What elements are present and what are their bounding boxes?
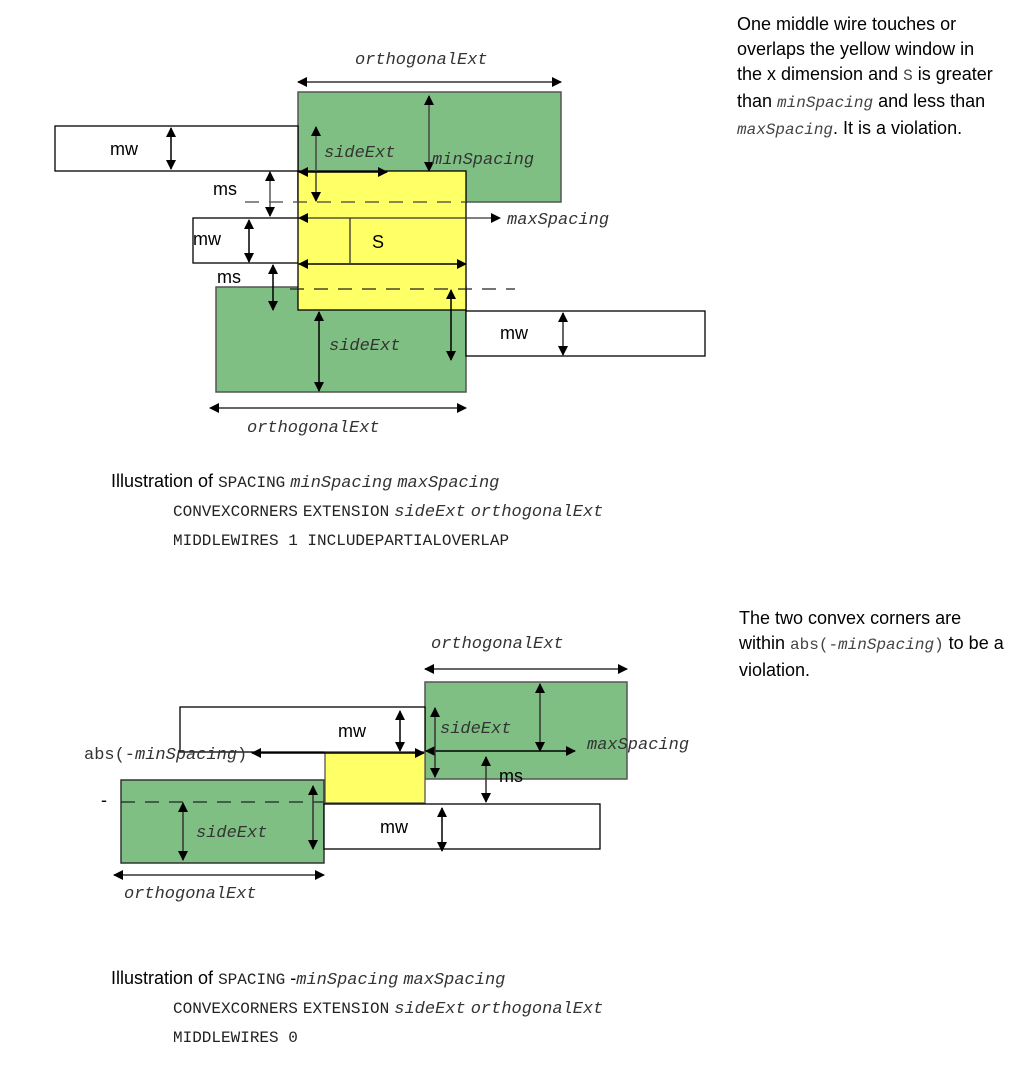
figure-2-description: The two convex corners are within abs(-m… bbox=[739, 606, 1009, 683]
label-max-spacing-2: maxSpacing bbox=[587, 736, 689, 755]
figure-1: orthogonalExt orthogonalExt sideExt side… bbox=[54, 51, 706, 438]
yellow-window-2 bbox=[324, 751, 426, 804]
caption2-prefix: Illustration of bbox=[111, 968, 219, 988]
caption2-middlewires: MIDDLEWIRES 0 bbox=[173, 1029, 298, 1047]
label-max-spacing: maxSpacing bbox=[507, 211, 609, 230]
label-side-ext-left: sideExt bbox=[196, 824, 267, 843]
label-side-ext-bottom: sideExt bbox=[329, 337, 400, 356]
wire-top-left bbox=[54, 125, 299, 172]
label-ms-top: ms bbox=[213, 179, 237, 199]
figure-2-caption: Illustration of SPACING -minSpacing maxS… bbox=[111, 965, 603, 1051]
wire-bottom bbox=[323, 803, 601, 850]
label-orthogonal-ext-top-2: orthogonalExt bbox=[431, 635, 564, 654]
figure-1-caption: Illustration of SPACING minSpacing maxSp… bbox=[111, 468, 603, 554]
desc1-text-d: . It is a violation. bbox=[833, 118, 963, 138]
green-shape-right bbox=[424, 681, 628, 780]
caption1-convex: CONVEXCORNERS bbox=[173, 503, 298, 521]
yellow-window bbox=[297, 170, 467, 311]
caption2-neg: - bbox=[285, 968, 297, 988]
desc2-abs-suffix: ) bbox=[934, 636, 944, 654]
label-side-ext-top: sideExt bbox=[324, 144, 395, 163]
label-orthogonal-ext-bottom-2: orthogonalExt bbox=[124, 885, 257, 904]
label-min-spacing: minSpacing bbox=[432, 151, 534, 170]
caption2-spacing: SPACING bbox=[218, 971, 286, 989]
caption2-min: minSpacing bbox=[296, 971, 399, 990]
caption2-convex: CONVEXCORNERS bbox=[173, 1000, 298, 1018]
label-orthogonal-ext-bottom: orthogonalExt bbox=[247, 419, 380, 438]
label-dash-mark: - bbox=[101, 790, 107, 810]
label-mw-top-2: mw bbox=[338, 721, 367, 741]
caption1-orth: orthogonalExt bbox=[470, 503, 604, 522]
caption1-side: sideExt bbox=[394, 503, 466, 522]
caption1-middlewires: MIDDLEWIRES 1 INCLUDEPARTIALOVERLAP bbox=[173, 532, 510, 550]
label-mw-top: mw bbox=[110, 139, 139, 159]
caption2-side: sideExt bbox=[394, 1000, 466, 1019]
label-side-ext-right: sideExt bbox=[440, 720, 511, 739]
label-abs-min-spacing: abs(-minSpacing) bbox=[84, 746, 247, 765]
wire-bottom-right bbox=[465, 310, 706, 357]
caption2-extension: EXTENSION bbox=[302, 1000, 390, 1018]
desc1-code-s: S bbox=[903, 67, 913, 85]
desc1-text-c: and less than bbox=[873, 91, 986, 111]
desc1-text-a: One middle wire touches or overlaps the … bbox=[737, 14, 975, 84]
desc1-code-min: minSpacing bbox=[777, 94, 874, 112]
desc2-abs-min: minSpacing bbox=[838, 636, 935, 654]
label-s: S bbox=[372, 232, 384, 252]
caption1-min: minSpacing bbox=[290, 474, 393, 493]
caption2-orth: orthogonalExt bbox=[470, 1000, 604, 1019]
label-mw-bottom-2: mw bbox=[380, 817, 409, 837]
desc2-abs-prefix: abs(- bbox=[790, 636, 839, 654]
label-ms-2: ms bbox=[499, 766, 523, 786]
caption1-extension: EXTENSION bbox=[302, 503, 390, 521]
figure-2: orthogonalExt orthogonalExt sideExt side… bbox=[84, 635, 689, 904]
caption1-prefix: Illustration of bbox=[111, 471, 219, 491]
green-shape-left bbox=[120, 779, 325, 864]
label-mw-right: mw bbox=[500, 323, 529, 343]
figure-1-description: One middle wire touches or overlaps the … bbox=[737, 12, 997, 143]
caption1-max: maxSpacing bbox=[397, 474, 500, 493]
desc1-text-b: is greater than bbox=[737, 64, 993, 111]
caption1-spacing: SPACING bbox=[218, 474, 286, 492]
desc2-text-b: to be a violation. bbox=[739, 633, 1004, 680]
label-ms-bottom: ms bbox=[217, 267, 241, 287]
desc2-text-a: The two convex corners are within bbox=[739, 608, 962, 653]
label-mw-middle: mw bbox=[193, 229, 222, 249]
caption2-max: maxSpacing bbox=[403, 971, 506, 990]
label-orthogonal-ext-top: orthogonalExt bbox=[355, 51, 488, 70]
desc1-code-max: maxSpacing bbox=[737, 121, 834, 139]
